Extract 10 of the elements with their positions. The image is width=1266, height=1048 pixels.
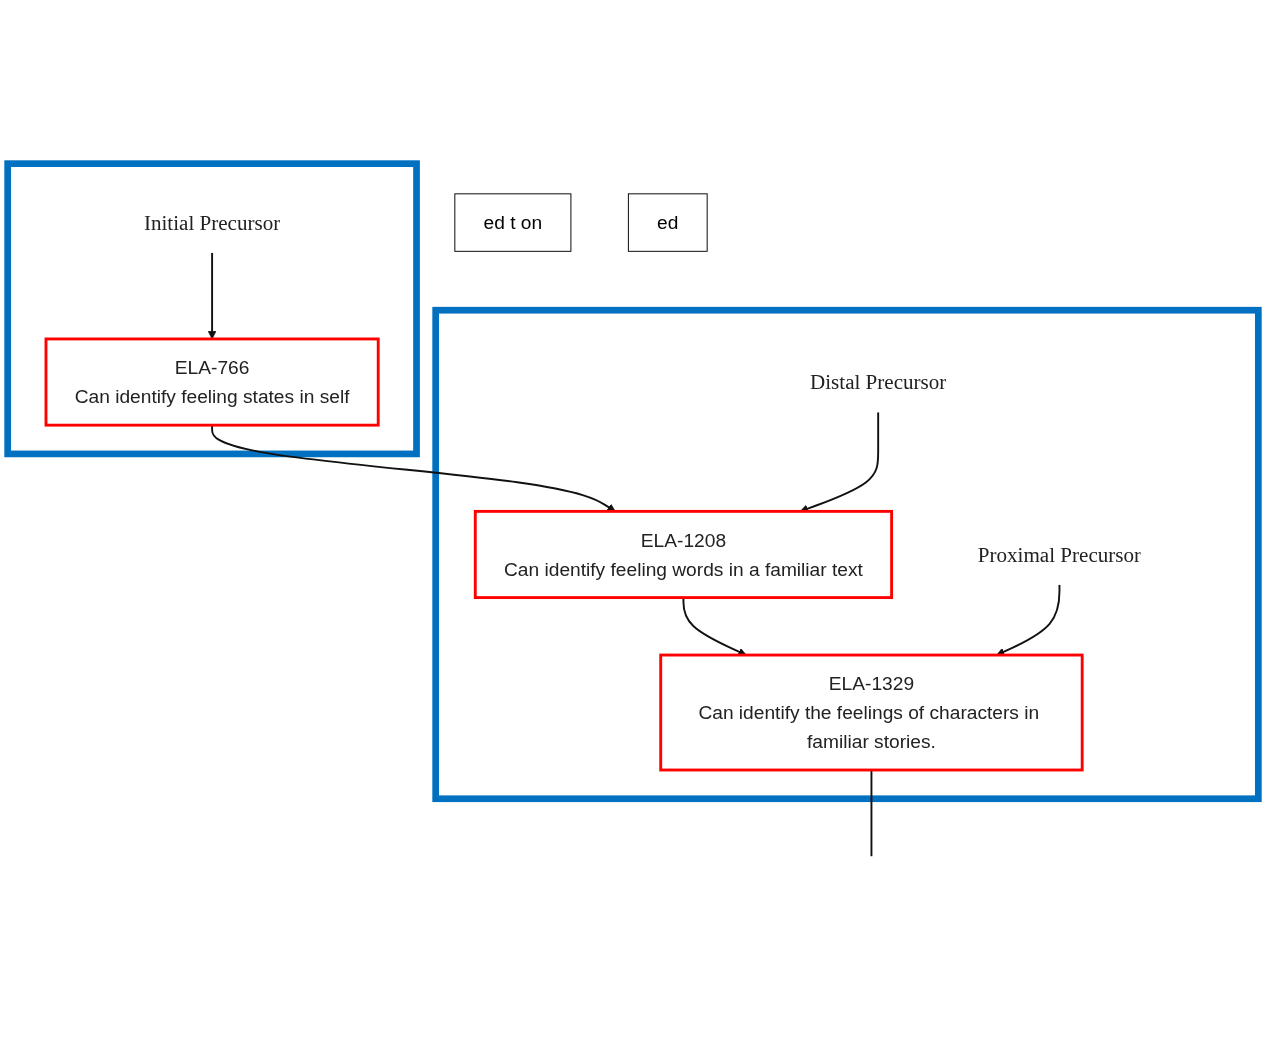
cluster (432, 306, 1262, 802)
cluster (4, 160, 420, 457)
node-box: ed (627, 193, 708, 252)
node-box: ELA-1329 Can identify the feelings of characters in familiar stories. (659, 653, 1084, 772)
node-box: ed t on (454, 193, 572, 252)
node-box: ELA-766 Can identify feeling states in self (44, 337, 380, 427)
node-text: Proximal Precursor (977, 542, 1142, 567)
node-box: ELA-1208 Can identify feeling words in a familiar text (473, 509, 894, 599)
node-text: Distal Precursor (810, 369, 947, 394)
node-text: Initial Precursor (143, 210, 281, 235)
